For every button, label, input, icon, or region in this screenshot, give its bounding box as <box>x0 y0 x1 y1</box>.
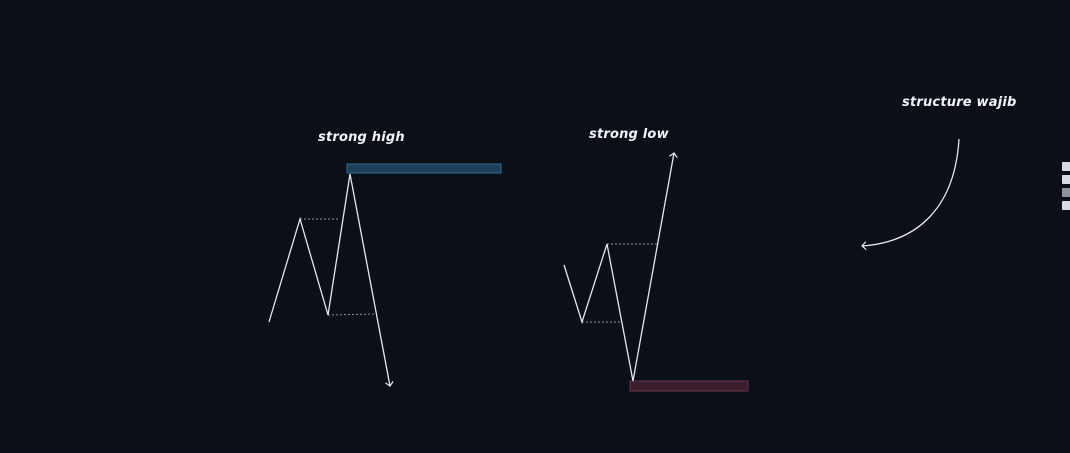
edge-tab[interactable] <box>1062 201 1070 210</box>
price-swing-path <box>268 173 394 387</box>
strong-low-label: strong low <box>589 127 669 142</box>
price-swing-path-low <box>563 152 678 382</box>
structure-wajib-diagram <box>861 138 960 251</box>
edge-tab[interactable] <box>1062 175 1070 184</box>
strong-high-diagram <box>268 163 502 387</box>
strong-high-label: strong high <box>318 130 405 145</box>
demand-zone <box>629 380 749 392</box>
edge-toolbar-tabs[interactable] <box>1062 162 1070 214</box>
curved-arrow <box>861 138 960 251</box>
dashed-level-low <box>327 313 377 316</box>
structure-wajib-label: structure wajib <box>902 95 1017 110</box>
edge-tab[interactable] <box>1062 162 1070 171</box>
supply-zone <box>346 163 502 174</box>
strong-low-diagram <box>563 152 749 392</box>
edge-tab[interactable] <box>1062 188 1070 197</box>
